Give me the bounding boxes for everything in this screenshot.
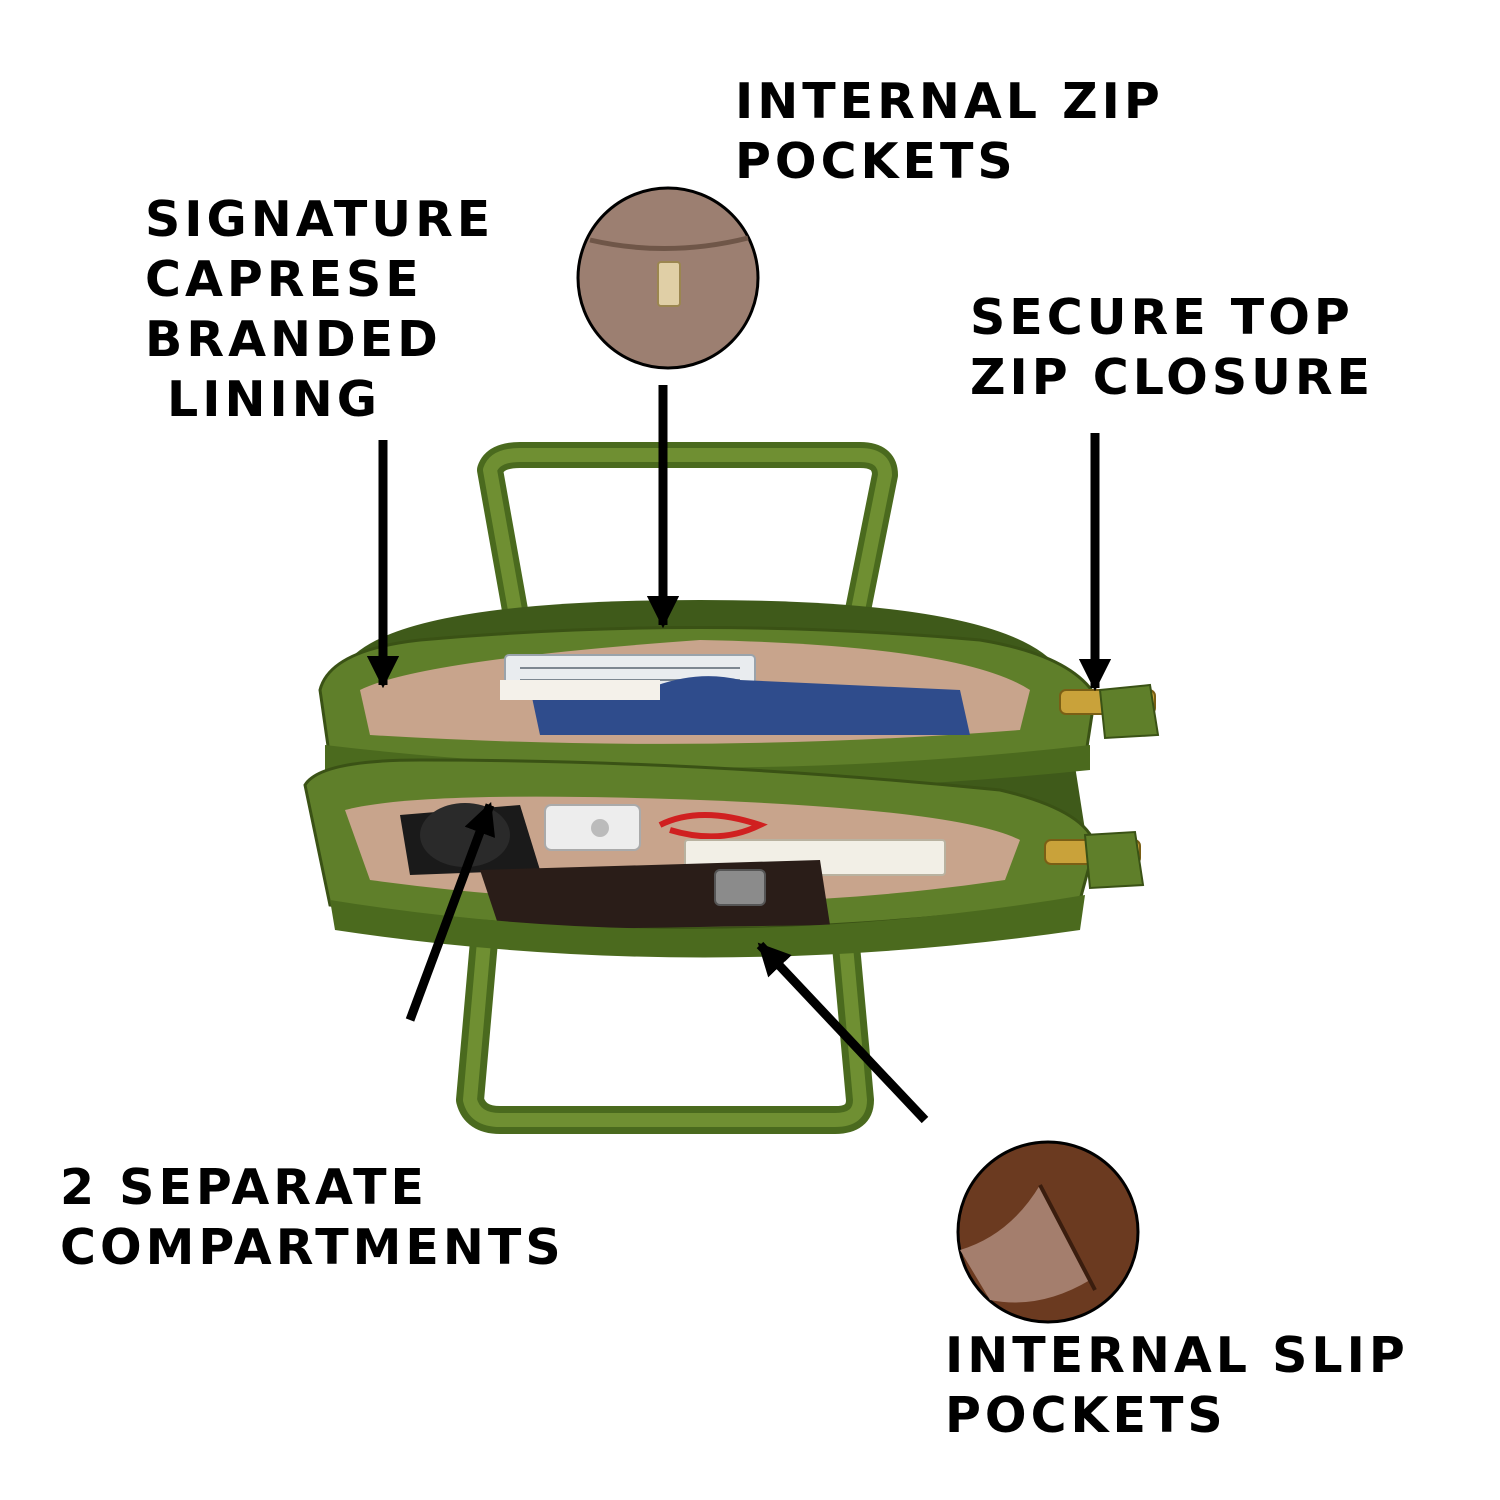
label-line: COMPARTMENTS xyxy=(60,1219,565,1276)
arrow-separate-compartments xyxy=(405,801,496,1022)
label-separate-compartments: 2 SEPARATE COMPARTMENTS xyxy=(60,1158,565,1278)
bag-bottom-handle xyxy=(456,928,874,1134)
label-line: SIGNATURE xyxy=(145,191,495,248)
label-line: LINING xyxy=(167,371,381,428)
water-bottle xyxy=(420,803,510,867)
bag-top-handle xyxy=(477,442,898,628)
top-zipper-pull xyxy=(1059,683,1160,740)
label-line: POCKETS xyxy=(945,1387,1227,1444)
label-line: 2 SEPARATE xyxy=(60,1159,428,1216)
label-top-zip-closure: SECURE TOP ZIP CLOSURE xyxy=(970,288,1374,408)
slip-pocket-items xyxy=(480,860,830,930)
label-line: INTERNAL SLIP xyxy=(945,1327,1409,1384)
label-line: INTERNAL ZIP xyxy=(735,73,1164,130)
bottom-zipper-pull xyxy=(1044,830,1145,890)
arrow-internal-slip-pockets xyxy=(756,941,929,1124)
rear-compartment xyxy=(318,626,1097,790)
label-line: SECURE TOP xyxy=(970,289,1354,346)
label-internal-zip-pockets: INTERNAL ZIP POCKETS xyxy=(735,72,1164,192)
label-line: BRANDED xyxy=(145,311,442,368)
label-line: POCKETS xyxy=(735,133,1017,190)
cable xyxy=(658,812,768,840)
internal-zip-pocket-inset xyxy=(576,186,760,370)
internal-slip-pocket-inset xyxy=(956,1140,1140,1324)
label-line: ZIP CLOSURE xyxy=(970,349,1375,406)
front-compartment xyxy=(303,758,1097,958)
label-line: CAPRESE xyxy=(145,251,423,308)
label-internal-slip-pockets: INTERNAL SLIP POCKETS xyxy=(945,1326,1409,1446)
label-branded-lining: SIGNATURE CAPRESE BRANDED LINING xyxy=(145,190,494,430)
